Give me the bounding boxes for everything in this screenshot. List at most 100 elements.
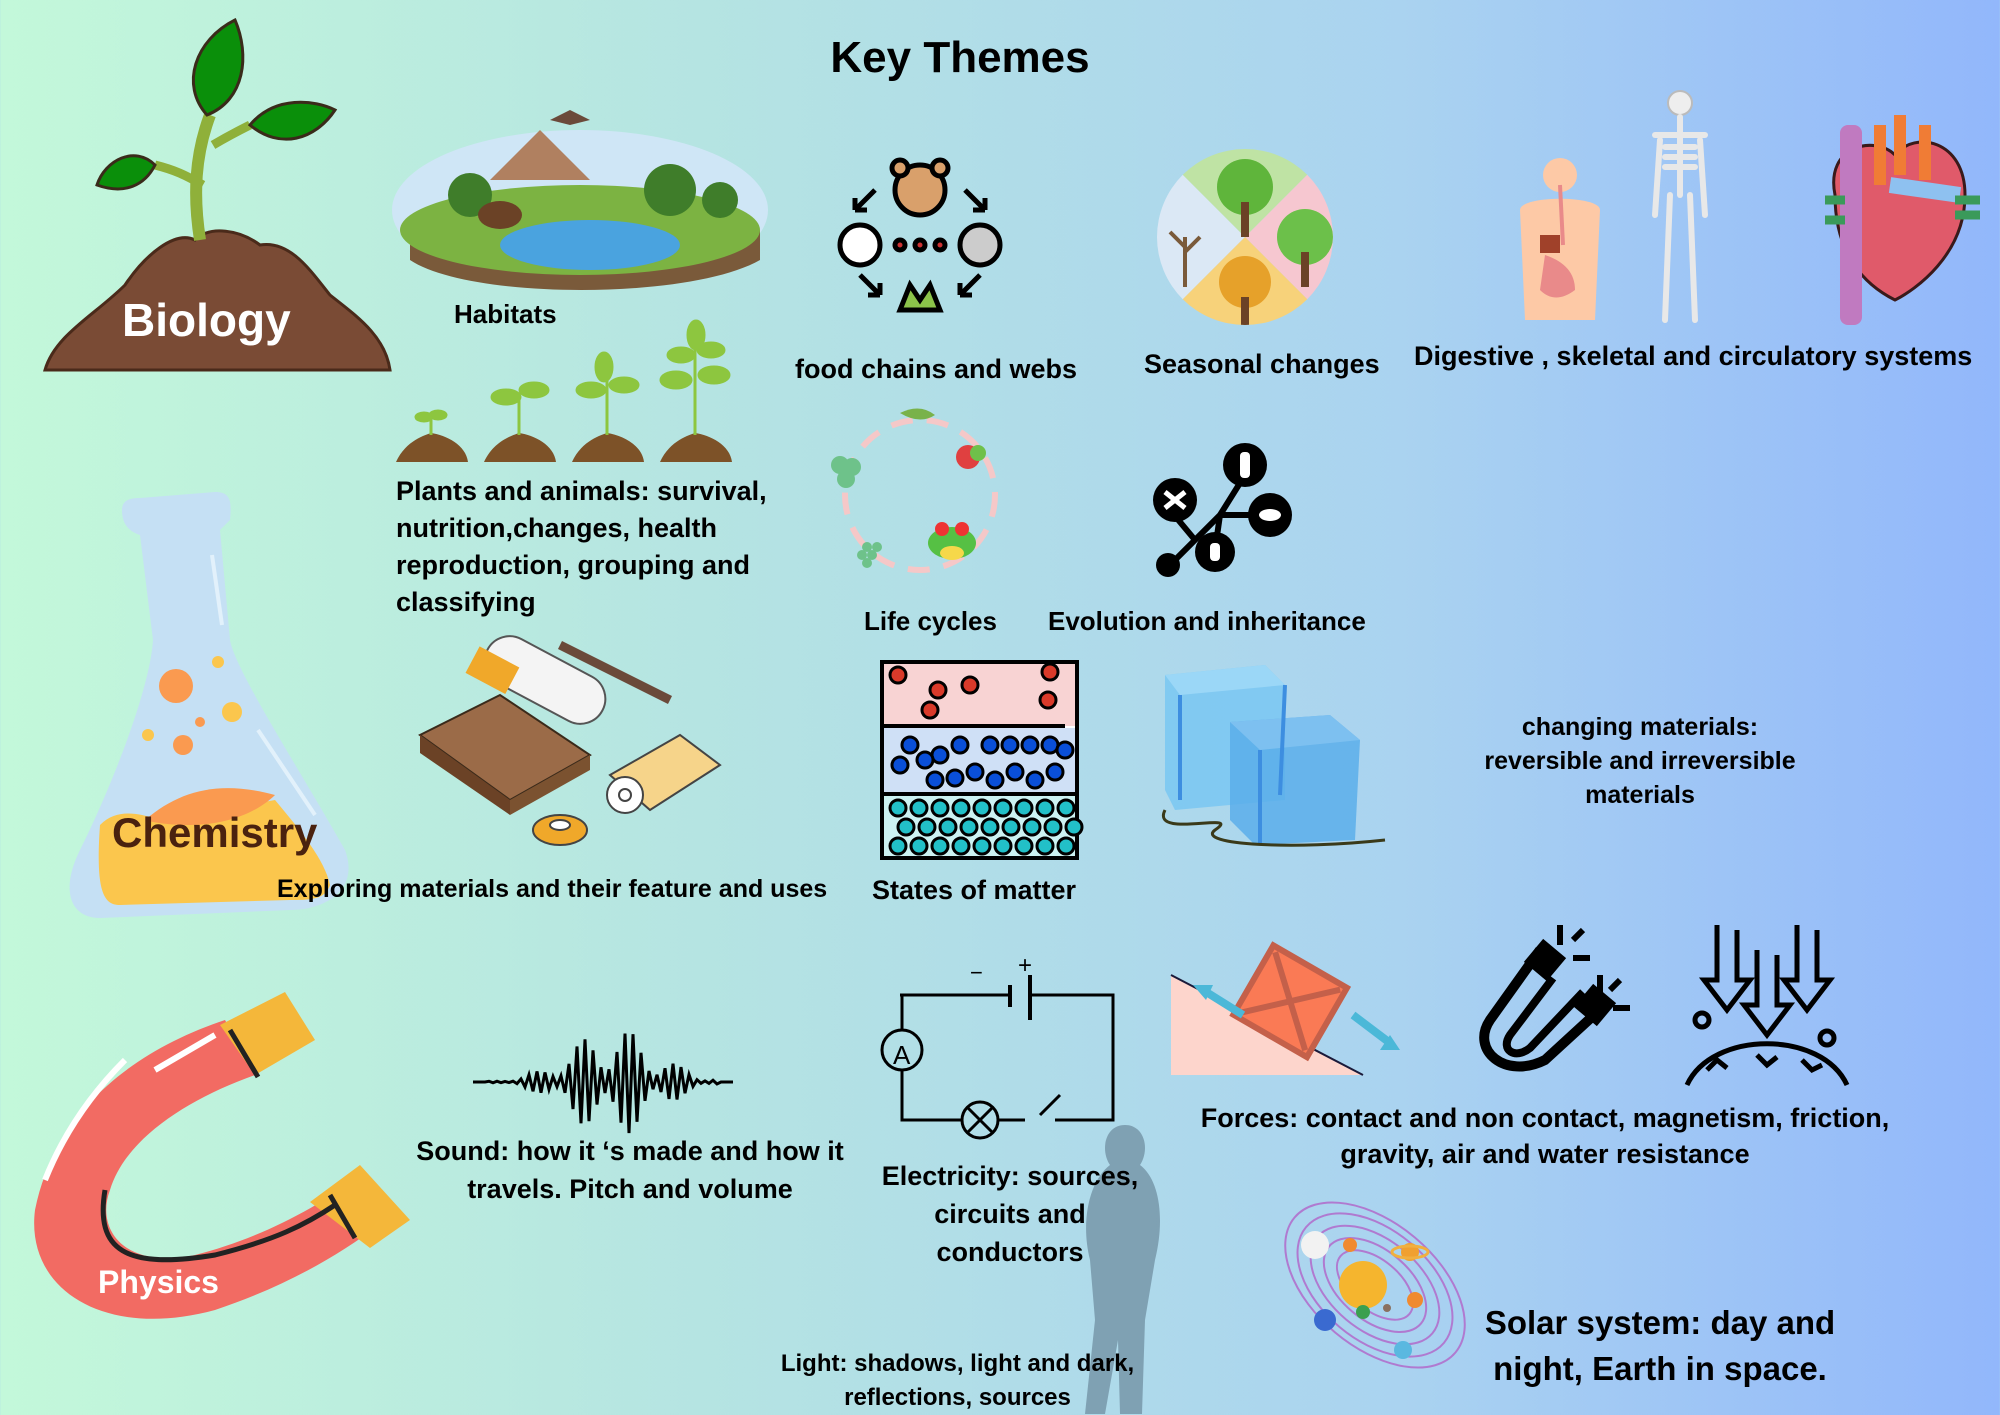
- subject-chemistry: Chemistry: [112, 809, 318, 856]
- particle: [909, 798, 929, 818]
- topic-states-of-matter: States of matter: [872, 875, 1077, 905]
- electricity-line-1: Electricity: sources,: [881, 1161, 1139, 1191]
- liquid-particles: [890, 735, 1075, 790]
- particle: [959, 817, 979, 837]
- topic-life-cycles: Life cycles: [864, 606, 997, 636]
- particle: [951, 836, 971, 856]
- fabric-roll: [606, 733, 722, 814]
- solar-line-2: night, Earth in space.: [1493, 1350, 1827, 1387]
- sound-line-1: Sound: how it ‘s made and how it: [416, 1136, 844, 1166]
- chemistry-flask-illustration: [69, 492, 349, 918]
- particle: [980, 735, 1000, 755]
- particle: [1035, 798, 1055, 818]
- particle: [938, 817, 958, 837]
- topic-solar-system: Solar system: day and night, Earth in sp…: [1440, 1300, 1880, 1392]
- sound-wave-icon: [473, 1033, 733, 1134]
- particle: [920, 700, 940, 720]
- seasonal-changes-illustration: [1157, 149, 1333, 325]
- particle: [945, 768, 965, 788]
- particle: [1025, 770, 1045, 790]
- soil-mound: [43, 229, 392, 372]
- plants-animals-line-3: reproduction, grouping and: [396, 550, 750, 580]
- life-cycle-illustration: [831, 408, 998, 573]
- leaf-right: [247, 100, 338, 141]
- particle: [1014, 836, 1034, 856]
- evolution-inheritance-icon: [1153, 443, 1292, 577]
- particle: [888, 836, 908, 856]
- light-line-2: reflections, sources: [844, 1384, 1071, 1411]
- battery-minus-label: −: [970, 960, 983, 985]
- ammeter-label: A: [893, 1040, 911, 1070]
- particle: [980, 817, 1000, 837]
- topic-plants-animals: Plants and animals: survival, nutrition,…: [396, 473, 767, 621]
- particle: [1000, 735, 1020, 755]
- solar-system-illustration: [1284, 1201, 1466, 1369]
- habitats-illustration: [392, 110, 768, 290]
- electric-circuit-diagram: [880, 975, 1115, 1140]
- gravity-icon: [1684, 925, 1850, 1087]
- page-title: Key Themes: [830, 33, 1090, 82]
- body-systems-illustration: [1520, 90, 1980, 325]
- light-line-1: Light: shadows, light and dark,: [780, 1350, 1135, 1377]
- topic-evolution: Evolution and inheritance: [1048, 606, 1366, 636]
- particle: [1040, 662, 1060, 682]
- topic-food-chains: food chains and webs: [795, 354, 1078, 384]
- heart-figure: [1825, 115, 1980, 325]
- particle: [890, 755, 910, 775]
- changing-materials-line-1: changing materials:: [1521, 713, 1759, 741]
- particle: [965, 762, 985, 782]
- topic-seasonal-changes: Seasonal changes: [1144, 349, 1380, 379]
- particle: [1056, 836, 1076, 856]
- digestive-system-figure: [1520, 158, 1600, 320]
- particle: [1014, 798, 1034, 818]
- states-of-matter-illustration: [880, 660, 1084, 860]
- particle: [1001, 817, 1021, 837]
- particle: [930, 798, 950, 818]
- plants-animals-line-1: Plants and animals: survival,: [396, 476, 767, 506]
- forces-line-1: Forces: contact and non contact, magneti…: [1200, 1103, 1890, 1133]
- particle: [909, 836, 929, 856]
- solar-line-1: Solar system: day and: [1484, 1304, 1836, 1341]
- particle: [915, 750, 935, 770]
- particle: [1022, 817, 1042, 837]
- paper-roll: [465, 635, 607, 725]
- topic-light: Light: shadows, light and dark, reflecti…: [765, 1347, 1150, 1415]
- subject-biology: Biology: [122, 294, 291, 346]
- particle: [993, 836, 1013, 856]
- topic-body-systems: Digestive , skeletal and circulatory sys…: [1414, 341, 1973, 371]
- gas-particles: [888, 662, 1060, 720]
- wood-planks: [418, 693, 592, 815]
- solid-particles: [888, 798, 1084, 856]
- particle: [950, 735, 970, 755]
- topic-forces: Forces: contact and non contact, magneti…: [1185, 1100, 1905, 1172]
- plant-growth-stages-illustration: [396, 319, 732, 462]
- particle: [928, 680, 948, 700]
- particle: [1020, 735, 1040, 755]
- friction-slope-illustration: [1170, 941, 1400, 1076]
- particle: [960, 675, 980, 695]
- physics-magnet-illustration: [34, 992, 410, 1319]
- particle: [930, 836, 950, 856]
- plants-animals-line-2: nutrition,changes, health: [396, 513, 718, 543]
- topic-electricity: Electricity: sources, circuits and condu…: [860, 1157, 1160, 1271]
- particle: [1056, 798, 1076, 818]
- magnet-icon: [1479, 925, 1630, 1072]
- particle: [972, 798, 992, 818]
- ice-cubes-illustration: [1161, 665, 1386, 847]
- forces-line-2: gravity, air and water resistance: [1340, 1139, 1750, 1169]
- particle: [896, 817, 916, 837]
- particle: [993, 798, 1013, 818]
- particle: [1064, 817, 1084, 837]
- changing-materials-line-2: reversible and irreversible: [1484, 747, 1796, 775]
- particle: [1035, 836, 1055, 856]
- particle: [900, 735, 920, 755]
- food-chain-icon: [837, 157, 1003, 313]
- battery-plus-label: +: [1018, 952, 1033, 979]
- sound-line-2: travels. Pitch and volume: [467, 1174, 793, 1204]
- particle: [925, 770, 945, 790]
- particle: [1043, 817, 1063, 837]
- particle: [972, 836, 992, 856]
- materials-illustration: [418, 635, 722, 846]
- leaf-left: [95, 154, 157, 191]
- changing-materials-line-3: materials: [1585, 781, 1695, 809]
